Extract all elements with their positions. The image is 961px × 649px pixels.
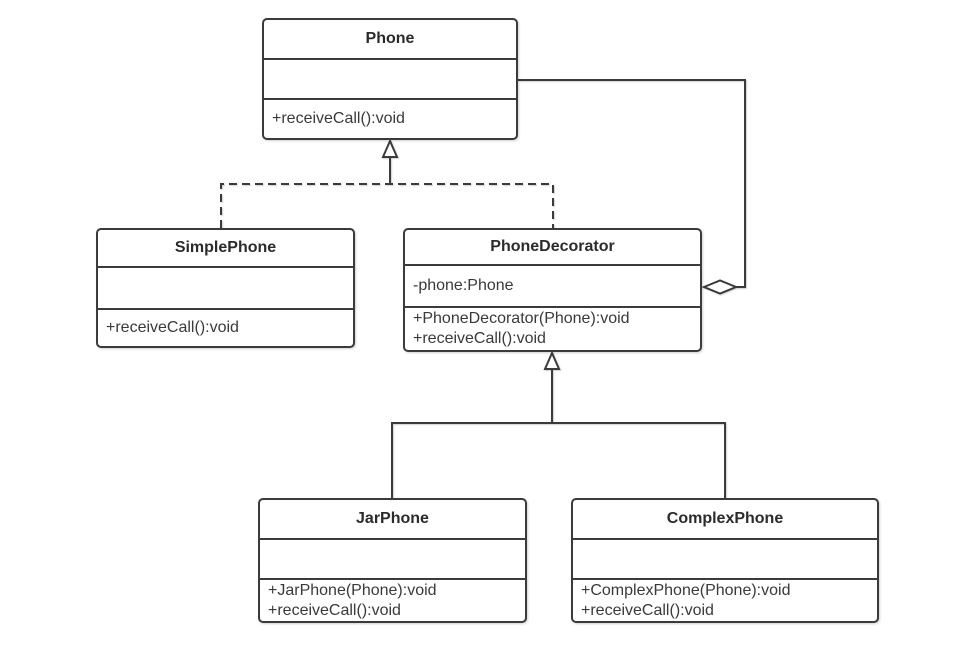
- class-title-jar-phone: JarPhone: [356, 510, 429, 527]
- hollow-triangle-arrow-icon: [381, 138, 399, 158]
- generalization-solid-connector: [391, 350, 726, 498]
- class-methods-simple-phone: +receiveCall():void: [98, 308, 353, 346]
- class-box-phone-decorator: PhoneDecorator -phone:Phone +PhoneDecora…: [403, 228, 702, 352]
- class-methods-jar-phone: +JarPhone(Phone):void +receiveCall():voi…: [260, 578, 525, 621]
- class-title-phone-decorator: PhoneDecorator: [490, 238, 615, 255]
- generalization-dashed-connector: [220, 138, 554, 228]
- method-entry: +receiveCall():void: [106, 319, 239, 336]
- method-entry: +receiveCall():void: [581, 601, 714, 619]
- aggregation-line: [518, 79, 746, 288]
- class-attributes-jar-phone: [260, 538, 525, 578]
- method-entry: +JarPhone(Phone):void: [268, 581, 437, 599]
- attribute-entry: -phone:Phone: [413, 277, 514, 294]
- method-entry: +receiveCall():void: [268, 601, 401, 619]
- solid-generalization-line: [391, 422, 726, 498]
- class-attributes-complex-phone: [573, 538, 877, 578]
- class-title-complex-phone: ComplexPhone: [666, 510, 784, 527]
- method-entry: +receiveCall():void: [272, 110, 405, 127]
- dashed-generalization-line: [220, 183, 554, 228]
- class-attributes-simple-phone: [98, 266, 353, 308]
- class-title-phone: Phone: [365, 30, 415, 47]
- class-box-simple-phone: SimplePhone +receiveCall():void: [96, 228, 355, 348]
- hollow-diamond-icon: [701, 279, 739, 295]
- class-box-complex-phone: ComplexPhone +ComplexPhone(Phone):void +…: [571, 498, 879, 623]
- aggregation-connector: [518, 79, 746, 295]
- class-box-jar-phone: JarPhone +JarPhone(Phone):void +receiveC…: [258, 498, 527, 623]
- method-entry: +PhoneDecorator(Phone):void: [413, 310, 630, 327]
- class-box-phone: Phone +receiveCall():void: [262, 18, 518, 140]
- class-title-simple-phone: SimplePhone: [174, 239, 277, 256]
- class-methods-phone-decorator: +PhoneDecorator(Phone):void +receiveCall…: [405, 306, 700, 350]
- class-methods-complex-phone: +ComplexPhone(Phone):void +receiveCall()…: [573, 578, 877, 621]
- method-entry: +ComplexPhone(Phone):void: [581, 581, 791, 599]
- class-attributes-phone-decorator: -phone:Phone: [405, 264, 700, 306]
- class-methods-phone: +receiveCall():void: [264, 98, 516, 138]
- hollow-triangle-arrow-icon: [543, 350, 561, 370]
- class-attributes-phone: [264, 58, 516, 98]
- method-entry: +receiveCall():void: [413, 330, 546, 347]
